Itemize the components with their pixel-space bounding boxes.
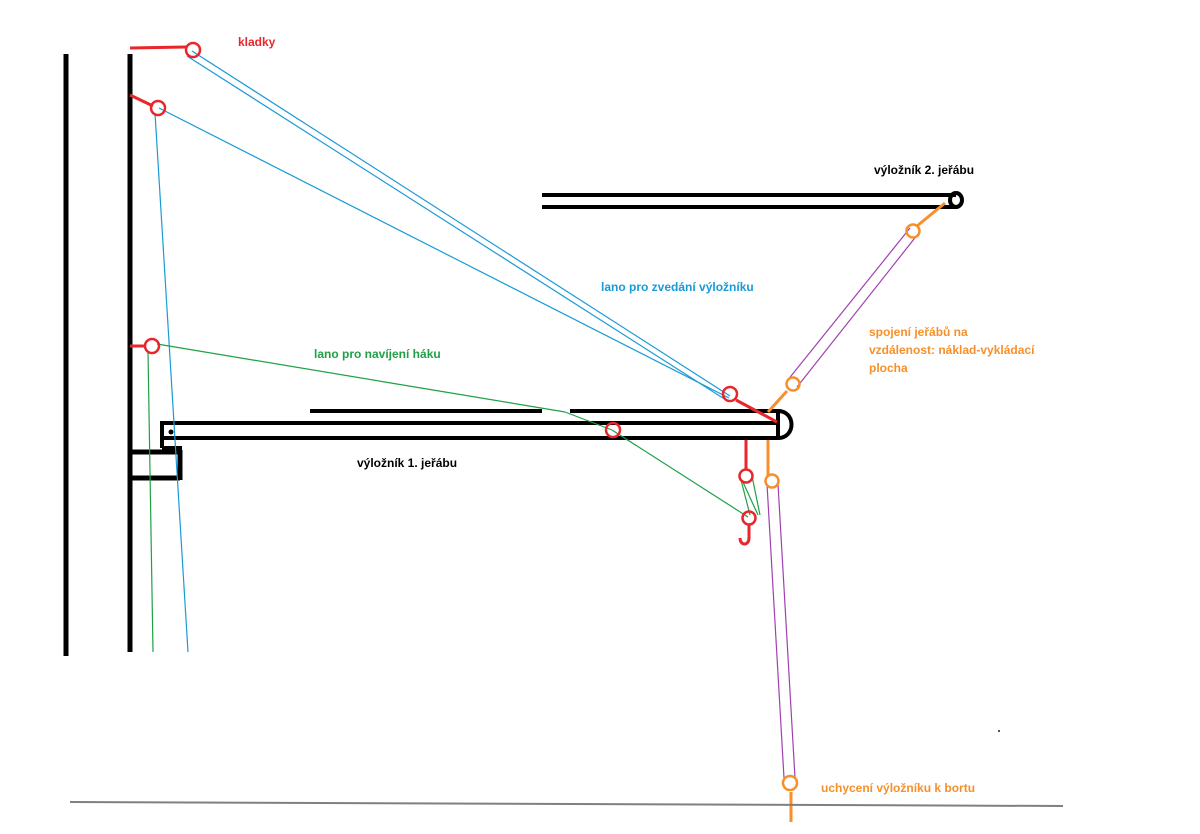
hook-rope-to-pulley [156,343,566,413]
pulleys [129,41,778,546]
hook-rope [147,343,761,653]
pulley-4 [604,421,622,439]
connection-pulley-mid [785,376,801,392]
label-kladky: kladky [238,35,276,49]
lift-rope [154,50,731,653]
hook-rope-to-hook [611,429,749,518]
pulley-1-arm [129,45,187,50]
label-hook-rope: lano pro navíjení háku [314,347,441,361]
hook-rope-v3 [741,479,759,516]
lower-strut-b [777,483,796,779]
hook-rope-v1 [739,475,751,516]
label-connection-1: spojení jeřábů na [869,325,968,339]
boom-1-pivot [168,429,174,435]
lift-rope-segment-3 [158,107,730,399]
hook-icon [738,525,751,546]
boom-1-tip [777,409,794,440]
boom-1 [160,409,794,450]
label-boom-2: výložník 2. jeřábu [874,163,974,177]
hook-pulley [738,468,754,484]
lift-rope-segment-2 [186,55,727,401]
connection-top-link [916,201,946,228]
connection-pulley-top [905,223,921,239]
pulley-2-arm [129,93,154,108]
boom-2-tip [948,191,964,209]
lift-rope-down [154,112,189,653]
upper-strut-a [786,227,911,382]
label-connection-3: plocha [869,361,908,375]
ground-line [69,801,1064,807]
hook-block [741,510,757,526]
hook-rope-v2 [751,475,761,516]
upper-strut-b [796,233,919,388]
label-lift-rope: lano pro zvedání výložníku [601,280,754,294]
boom-2 [542,191,964,209]
lower-strut-a [766,483,785,779]
lift-rope-segment-1 [191,50,731,397]
struts [766,227,919,779]
connection-members [764,201,946,822]
mast [63,54,183,656]
connection-pulley-low [764,473,780,489]
pulley-1 [184,41,202,59]
pulley-3 [143,337,161,355]
stray-dot [998,730,1000,732]
pulley-2 [149,99,167,117]
pulley-5-arm [735,398,778,424]
hook-rope-down [147,351,154,653]
hook-rope-segment-b [564,411,613,431]
connection-boom-link [766,389,789,414]
pulley-5 [721,385,739,403]
label-connection-2: vzdálenost: náklad-vykládací [869,343,1035,357]
label-boom-1: výložník 1. jeřábu [357,456,457,470]
attachment-pulley [781,774,799,792]
label-attachment: uchycení výložníku k bortu [821,781,975,795]
